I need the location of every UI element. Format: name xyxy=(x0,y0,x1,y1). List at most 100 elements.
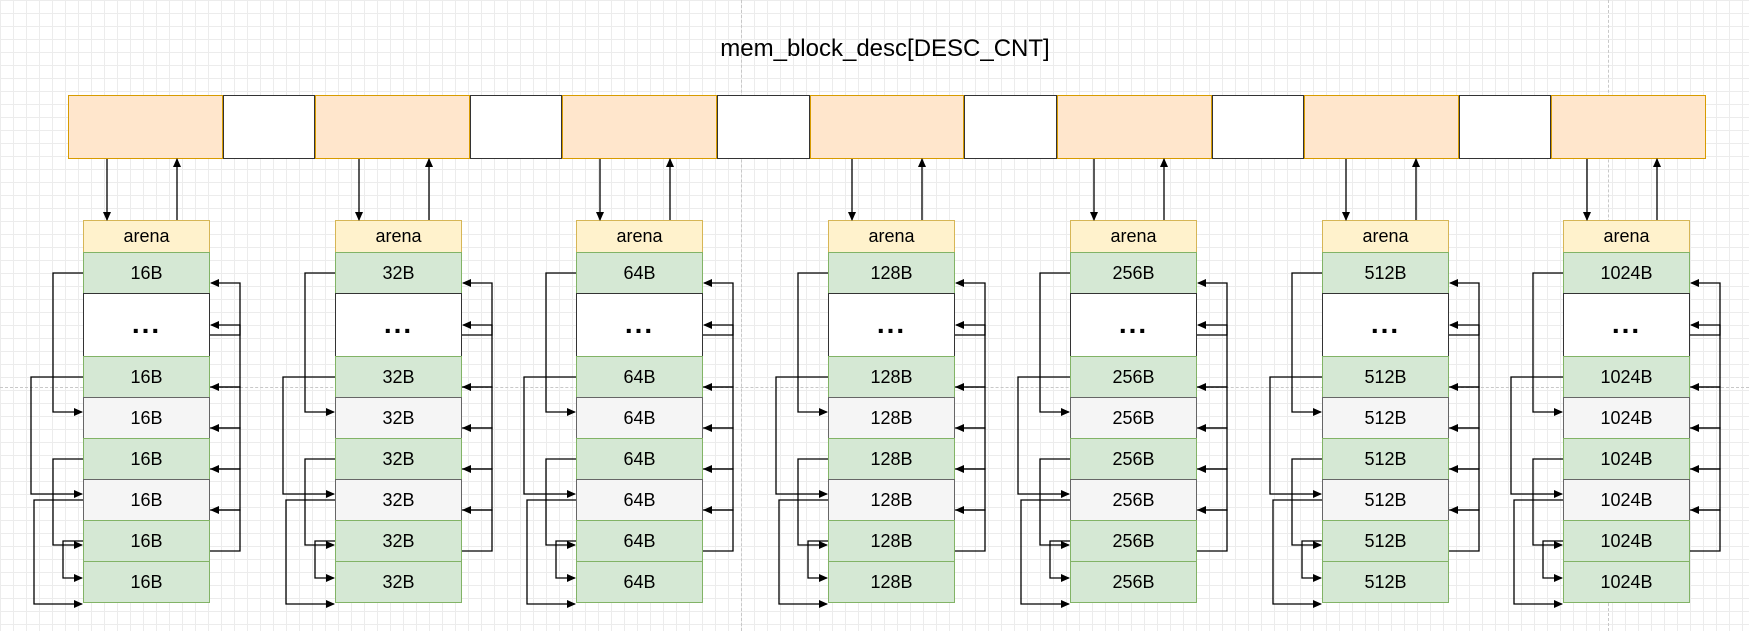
link-arrow-right xyxy=(955,321,986,388)
descriptor-slot xyxy=(562,95,718,159)
free-block: 256B xyxy=(1070,397,1197,439)
link-arrow-right xyxy=(1690,465,1721,511)
link-arrow-right xyxy=(462,424,493,470)
memory-block: 32B xyxy=(335,438,462,480)
link-arrow-right xyxy=(1690,279,1721,336)
link-arrow-right xyxy=(955,383,986,429)
ellipsis-cell: ... xyxy=(1070,293,1197,357)
memory-block: 128B xyxy=(828,252,955,294)
memory-block: 32B xyxy=(335,252,462,294)
link-arrow-right xyxy=(1449,279,1480,336)
free-block: 16B xyxy=(83,479,210,521)
link-arrow-right xyxy=(1449,321,1480,388)
link-arrow-left xyxy=(545,272,576,416)
link-arrow-right xyxy=(955,465,986,511)
link-arrow-left xyxy=(775,376,828,498)
link-arrow-right xyxy=(462,506,493,552)
link-arrow-right xyxy=(1197,321,1228,388)
memory-block: 32B xyxy=(335,561,462,603)
link-arrow-right xyxy=(703,506,734,552)
arena-header: arena xyxy=(1563,220,1690,253)
descriptor-gap xyxy=(222,95,316,159)
memory-block: 512B xyxy=(1322,356,1449,398)
free-block: 64B xyxy=(576,397,703,439)
free-block: 64B xyxy=(576,479,703,521)
free-block: 128B xyxy=(828,479,955,521)
link-arrow-left xyxy=(807,540,828,582)
descriptor-gap xyxy=(1458,95,1552,159)
link-arrow-left xyxy=(304,458,335,549)
memory-block: 128B xyxy=(828,561,955,603)
link-arrow-left xyxy=(314,540,335,582)
ellipsis-cell: ... xyxy=(576,293,703,357)
link-arrow-left xyxy=(526,499,576,608)
arena-header: arena xyxy=(576,220,703,253)
memory-block: 32B xyxy=(335,356,462,398)
link-arrow-right xyxy=(462,321,493,388)
memory-block: 64B xyxy=(576,561,703,603)
descriptor-slot xyxy=(68,95,223,159)
link-arrow-right xyxy=(1449,424,1480,470)
descriptor-array xyxy=(68,95,1706,159)
link-arrow-left xyxy=(1049,540,1070,582)
memory-block: 128B xyxy=(828,356,955,398)
memory-block: 32B xyxy=(335,520,462,562)
link-arrow-left xyxy=(62,540,83,582)
link-arrow-right xyxy=(1197,465,1228,511)
link-arrow-right xyxy=(1690,383,1721,429)
link-arrow-right xyxy=(210,424,241,470)
free-block: 1024B xyxy=(1563,479,1690,521)
link-arrow-right xyxy=(1449,465,1480,511)
link-arrow-left xyxy=(1542,540,1563,582)
memory-block: 128B xyxy=(828,438,955,480)
link-arrow-left xyxy=(1039,272,1070,416)
arena-header: arena xyxy=(1322,220,1449,253)
memory-block: 256B xyxy=(1070,561,1197,603)
memory-block: 256B xyxy=(1070,252,1197,294)
link-arrow-right xyxy=(703,424,734,470)
link-arrow-right xyxy=(1197,424,1228,470)
descriptor-slot xyxy=(809,95,965,159)
link-arrow-left xyxy=(797,272,828,416)
memory-block: 256B xyxy=(1070,438,1197,480)
link-arrow-left xyxy=(1017,376,1070,498)
link-arrow-left xyxy=(1039,458,1070,549)
diagram-title: mem_block_desc[DESC_CNT] xyxy=(720,35,1050,62)
link-arrow-right xyxy=(955,279,986,336)
link-arrow-right xyxy=(210,465,241,511)
descriptor-gap xyxy=(717,95,810,159)
free-block: 16B xyxy=(83,397,210,439)
memory-block: 256B xyxy=(1070,520,1197,562)
link-arrow-right xyxy=(1197,383,1228,429)
link-arrow-left xyxy=(1291,458,1322,549)
memory-block: 1024B xyxy=(1563,356,1690,398)
link-arrow-left xyxy=(778,499,828,608)
link-arrow-right xyxy=(1690,321,1721,388)
link-arrow-right xyxy=(955,424,986,470)
memory-block: 1024B xyxy=(1563,561,1690,603)
memory-block: 512B xyxy=(1322,438,1449,480)
link-arrow-left xyxy=(1532,458,1563,549)
link-arrow-right xyxy=(955,506,986,552)
free-block: 512B xyxy=(1322,479,1449,521)
link-arrow-left xyxy=(304,272,335,416)
link-arrow-left xyxy=(1513,499,1563,608)
memory-block: 1024B xyxy=(1563,438,1690,480)
memory-block: 64B xyxy=(576,252,703,294)
free-block: 1024B xyxy=(1563,397,1690,439)
link-arrow-left xyxy=(1020,499,1070,608)
link-arrow-left xyxy=(1510,376,1563,498)
link-arrow-right xyxy=(210,321,241,388)
link-arrow-left xyxy=(285,499,335,608)
ellipsis-cell: ... xyxy=(1563,293,1690,357)
memory-block: 64B xyxy=(576,356,703,398)
link-arrow-right xyxy=(1197,506,1228,552)
free-block: 32B xyxy=(335,479,462,521)
descriptor-gap xyxy=(1211,95,1304,159)
link-arrow-left xyxy=(797,458,828,549)
